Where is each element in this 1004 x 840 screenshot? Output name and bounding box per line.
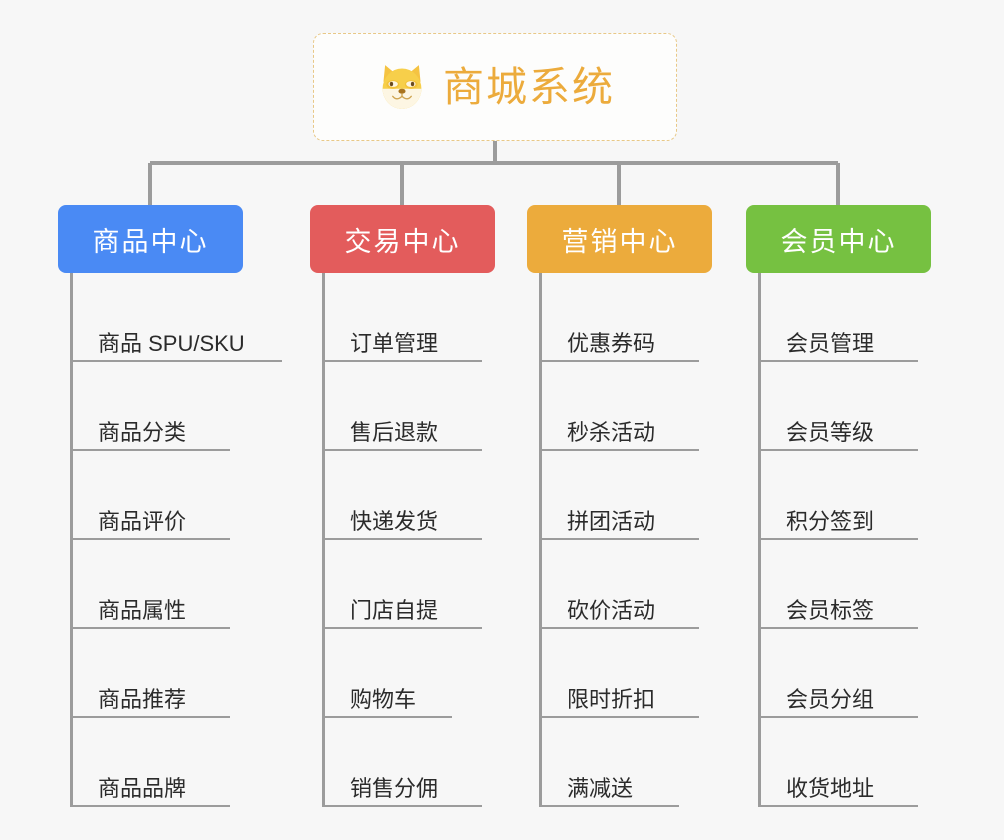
- list-item-rule: [539, 538, 699, 540]
- branch-items-1: 商品 SPU/SKU 商品分类 商品评价 商品属性 商品推荐 商品品牌: [58, 273, 282, 807]
- branch-header-label: 商品中心: [92, 226, 209, 257]
- branch-column-2: 交易中心 订单管理 售后退款 快递发货 门店自提 购物车: [310, 205, 495, 807]
- branch-header-label: 会员中心: [780, 226, 897, 257]
- list-item-rule: [70, 449, 230, 451]
- branch-items-2: 订单管理 售后退款 快递发货 门店自提 购物车 销售分佣: [310, 273, 495, 807]
- branch-spine: [70, 273, 73, 807]
- list-item-label: 秒杀活动: [567, 419, 656, 445]
- list-item-rule: [539, 716, 699, 718]
- branch-column-1: 商品中心 商品 SPU/SKU 商品分类 商品评价 商品属性 商品推荐: [58, 205, 282, 807]
- list-item[interactable]: 限时折扣: [527, 629, 712, 718]
- list-item[interactable]: 满减送: [527, 718, 712, 807]
- list-item-label: 门店自提: [350, 597, 439, 623]
- list-item-label: 拼团活动: [567, 508, 656, 534]
- branch-spine: [322, 273, 325, 807]
- list-item[interactable]: 砍价活动: [527, 540, 712, 629]
- list-item-label: 优惠券码: [567, 330, 656, 356]
- list-item-rule: [539, 360, 699, 362]
- list-item-rule: [322, 449, 482, 451]
- list-item-label: 积分签到: [786, 508, 875, 534]
- list-item[interactable]: 商品分类: [58, 362, 245, 451]
- list-item[interactable]: 商品 SPU/SKU: [58, 273, 282, 362]
- branch-items-4: 会员管理 会员等级 积分签到 会员标签 会员分组 收货地址: [746, 273, 931, 807]
- list-item-label: 会员管理: [786, 330, 875, 356]
- list-item[interactable]: 订单管理: [310, 273, 495, 362]
- branch-column-3: 营销中心 优惠券码 秒杀活动 拼团活动 砍价活动 限时折扣: [527, 205, 712, 807]
- branch-header-1[interactable]: 商品中心: [58, 205, 243, 273]
- list-item[interactable]: 会员分组: [746, 629, 931, 718]
- list-item-rule: [758, 538, 918, 540]
- list-item-rule: [539, 449, 699, 451]
- branch-spine: [539, 273, 542, 807]
- list-item[interactable]: 商品属性: [58, 540, 245, 629]
- list-item[interactable]: 门店自提: [310, 540, 495, 629]
- list-item[interactable]: 快递发货: [310, 451, 495, 540]
- list-item[interactable]: 拼团活动: [527, 451, 712, 540]
- list-item-rule: [758, 449, 918, 451]
- list-item[interactable]: 会员管理: [746, 273, 931, 362]
- list-item-label: 会员等级: [786, 419, 875, 445]
- list-item-label: 售后退款: [350, 419, 439, 445]
- list-item[interactable]: 秒杀活动: [527, 362, 712, 451]
- list-item-rule: [322, 627, 482, 629]
- root-node-title: 商城系统: [443, 63, 615, 110]
- list-item-label: 商品 SPU/SKU: [98, 330, 245, 356]
- branch-column-4: 会员中心 会员管理 会员等级 积分签到 会员标签 会员分组: [746, 205, 931, 807]
- list-item[interactable]: 售后退款: [310, 362, 495, 451]
- list-item-rule: [70, 805, 230, 807]
- list-item-rule: [70, 360, 282, 362]
- list-item-label: 砍价活动: [567, 597, 656, 623]
- list-item-rule: [758, 716, 918, 718]
- root-node-shop-system[interactable]: 商城系统: [313, 33, 677, 141]
- list-item-rule: [539, 627, 699, 629]
- list-item-rule: [70, 538, 230, 540]
- list-item-rule: [758, 805, 918, 807]
- list-item-label: 购物车: [350, 686, 417, 712]
- list-item-label: 快递发货: [350, 508, 439, 534]
- list-item-label: 会员分组: [786, 686, 875, 712]
- branch-header-label: 交易中心: [344, 226, 461, 257]
- list-item[interactable]: 商品推荐: [58, 629, 245, 718]
- list-item-label: 会员标签: [786, 597, 875, 623]
- list-item[interactable]: 商品品牌: [58, 718, 245, 807]
- list-item-rule: [758, 360, 918, 362]
- branch-header-4[interactable]: 会员中心: [746, 205, 931, 273]
- branch-header-label: 营销中心: [561, 226, 678, 257]
- branch-header-2[interactable]: 交易中心: [310, 205, 495, 273]
- list-item[interactable]: 积分签到: [746, 451, 931, 540]
- list-item[interactable]: 会员标签: [746, 540, 931, 629]
- list-item[interactable]: 销售分佣: [310, 718, 495, 807]
- list-item-label: 限时折扣: [567, 686, 656, 712]
- list-item-label: 销售分佣: [350, 775, 439, 801]
- list-item-label: 商品推荐: [98, 686, 187, 712]
- list-item-rule: [322, 360, 482, 362]
- list-item-rule: [539, 805, 679, 807]
- list-item-rule: [322, 538, 482, 540]
- list-item-label: 收货地址: [786, 775, 875, 801]
- list-item-label: 商品评价: [98, 508, 187, 534]
- list-item[interactable]: 购物车: [310, 629, 495, 718]
- branch-spine: [758, 273, 761, 807]
- shiba-dog-face-icon: [382, 65, 422, 109]
- list-item[interactable]: 商品评价: [58, 451, 245, 540]
- list-item-rule: [322, 716, 452, 718]
- list-item-rule: [70, 716, 230, 718]
- branch-header-3[interactable]: 营销中心: [527, 205, 712, 273]
- list-item-label: 商品品牌: [98, 775, 187, 801]
- list-item-label: 商品属性: [98, 597, 187, 623]
- list-item-rule: [758, 627, 918, 629]
- list-item-rule: [70, 627, 230, 629]
- list-item-rule: [322, 805, 482, 807]
- list-item-label: 商品分类: [98, 419, 187, 445]
- list-item[interactable]: 会员等级: [746, 362, 931, 451]
- branch-items-3: 优惠券码 秒杀活动 拼团活动 砍价活动 限时折扣 满减送: [527, 273, 712, 807]
- list-item-label: 满减送: [567, 775, 634, 801]
- list-item[interactable]: 优惠券码: [527, 273, 712, 362]
- list-item-label: 订单管理: [350, 330, 439, 356]
- list-item[interactable]: 收货地址: [746, 718, 931, 807]
